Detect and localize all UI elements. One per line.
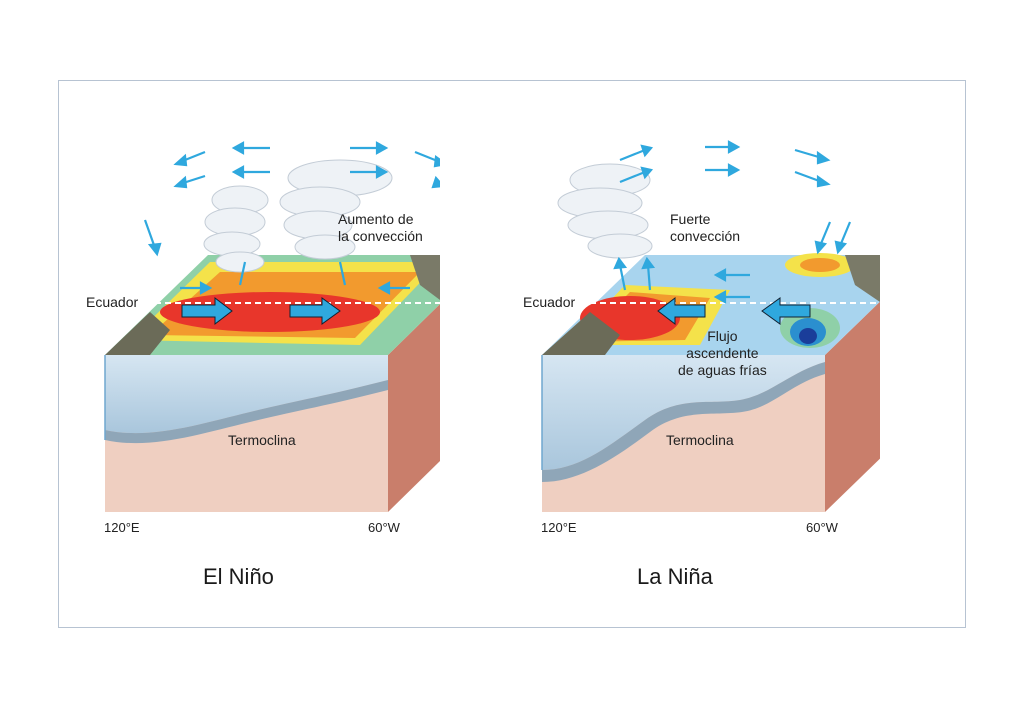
convection-label: Aumento de la convección xyxy=(338,211,423,244)
land-east xyxy=(410,255,440,300)
cloud-cluster xyxy=(557,163,653,259)
longitude-west-label: 120°E xyxy=(541,520,577,535)
convection-label: Fuerte convección xyxy=(670,211,741,244)
thermocline-label: Termoclina xyxy=(228,432,296,448)
equator-label: Ecuador xyxy=(86,294,139,310)
el-nino-panel: Ecuador Aumento de la convección Termocl… xyxy=(0,0,440,620)
longitude-east-label: 60°W xyxy=(368,520,400,535)
equator-label: Ecuador xyxy=(523,294,576,310)
la-nina-diagram xyxy=(541,140,880,512)
upwelling-label: Flujo ascendente de aguas frías xyxy=(678,328,767,378)
current-arrow-2 xyxy=(289,297,341,325)
thermocline-label: Termoclina xyxy=(666,432,734,448)
upwelling-core xyxy=(799,328,817,344)
land-west xyxy=(542,312,620,355)
cloud-cluster-right xyxy=(279,159,393,260)
upper-water-layer xyxy=(105,355,388,434)
la-nina-panel: Ecuador Fuerte convección Flujo ascenden… xyxy=(440,0,880,620)
cool-patch-orange xyxy=(800,258,840,272)
block-right-face xyxy=(825,301,880,512)
longitude-west-label: 120°E xyxy=(104,520,140,535)
el-nino-diagram xyxy=(104,141,440,512)
wind-arrows xyxy=(143,141,440,295)
thermocline-band xyxy=(542,362,825,482)
current-arrow-2 xyxy=(761,297,811,325)
current-arrow-1 xyxy=(657,296,706,326)
land-east xyxy=(845,255,880,302)
figure-frame xyxy=(58,80,966,628)
block-right-face xyxy=(388,304,440,512)
upper-water-layer xyxy=(542,355,825,470)
current-arrow-1 xyxy=(181,296,233,326)
la-nina-title: La Niña xyxy=(637,564,713,589)
longitude-east-label: 60°W xyxy=(806,520,838,535)
thermocline-band xyxy=(105,380,388,444)
wind-arrows xyxy=(613,140,852,304)
land-west xyxy=(105,312,170,355)
cloud-cluster-left xyxy=(203,185,269,273)
el-nino-title: El Niño xyxy=(203,564,274,589)
